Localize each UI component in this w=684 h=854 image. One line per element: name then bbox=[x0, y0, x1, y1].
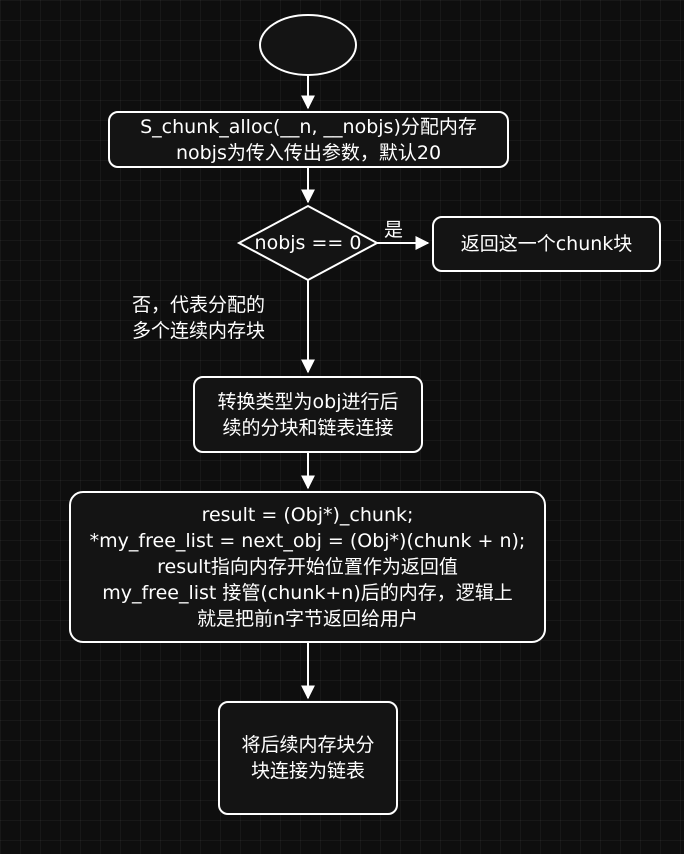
node-link-list-line2: 块连接为链表 bbox=[250, 760, 365, 782]
node-chunk-alloc-line1: S_chunk_alloc(__n, __nobjs)分配内存 bbox=[140, 115, 477, 138]
start-node[interactable] bbox=[259, 14, 357, 76]
node-return-chunk[interactable]: 返回这一个chunk块 bbox=[432, 216, 661, 272]
node-assign-result-line5: 就是把前n字节返回给用户 bbox=[196, 608, 419, 630]
node-convert-type-line2: 续的分块和链表连接 bbox=[222, 416, 394, 439]
edge-yes-label: 是 bbox=[384, 219, 404, 241]
node-assign-result-line4: my_free_list 接管(chunk+n)后的内存，逻辑上 bbox=[102, 582, 513, 604]
node-chunk-alloc-line2: nobjs为传入传出参数，默认20 bbox=[175, 141, 442, 164]
node-link-list-line1: 将后续内存块分 bbox=[241, 734, 375, 756]
edge-no-label: 否，代表分配的 多个连续内存块 bbox=[132, 292, 265, 344]
node-chunk-alloc[interactable]: S_chunk_alloc(__n, __nobjs)分配内存 nobjs为传入… bbox=[108, 111, 509, 168]
node-assign-result-line2: *my_free_list = next_obj = (Obj*)(chunk … bbox=[89, 530, 526, 552]
node-assign-result-line1: result = (Obj*)_chunk; bbox=[201, 504, 414, 526]
node-assign-result[interactable]: result = (Obj*)_chunk; *my_free_list = n… bbox=[69, 491, 546, 643]
edge-no-label-line2: 多个连续内存块 bbox=[132, 320, 266, 342]
node-assign-result-line3: result指向内存开始位置作为返回值 bbox=[157, 556, 458, 578]
node-link-list[interactable]: 将后续内存块分 块连接为链表 bbox=[218, 701, 398, 815]
node-convert-type-line1: 转换类型为obj进行后 bbox=[217, 390, 399, 413]
node-convert-type[interactable]: 转换类型为obj进行后 续的分块和链表连接 bbox=[193, 376, 423, 453]
edge-no-label-line1: 否，代表分配的 bbox=[132, 294, 266, 316]
decision-label: nobjs == 0 bbox=[254, 232, 362, 254]
node-return-chunk-text: 返回这一个chunk块 bbox=[460, 233, 633, 255]
